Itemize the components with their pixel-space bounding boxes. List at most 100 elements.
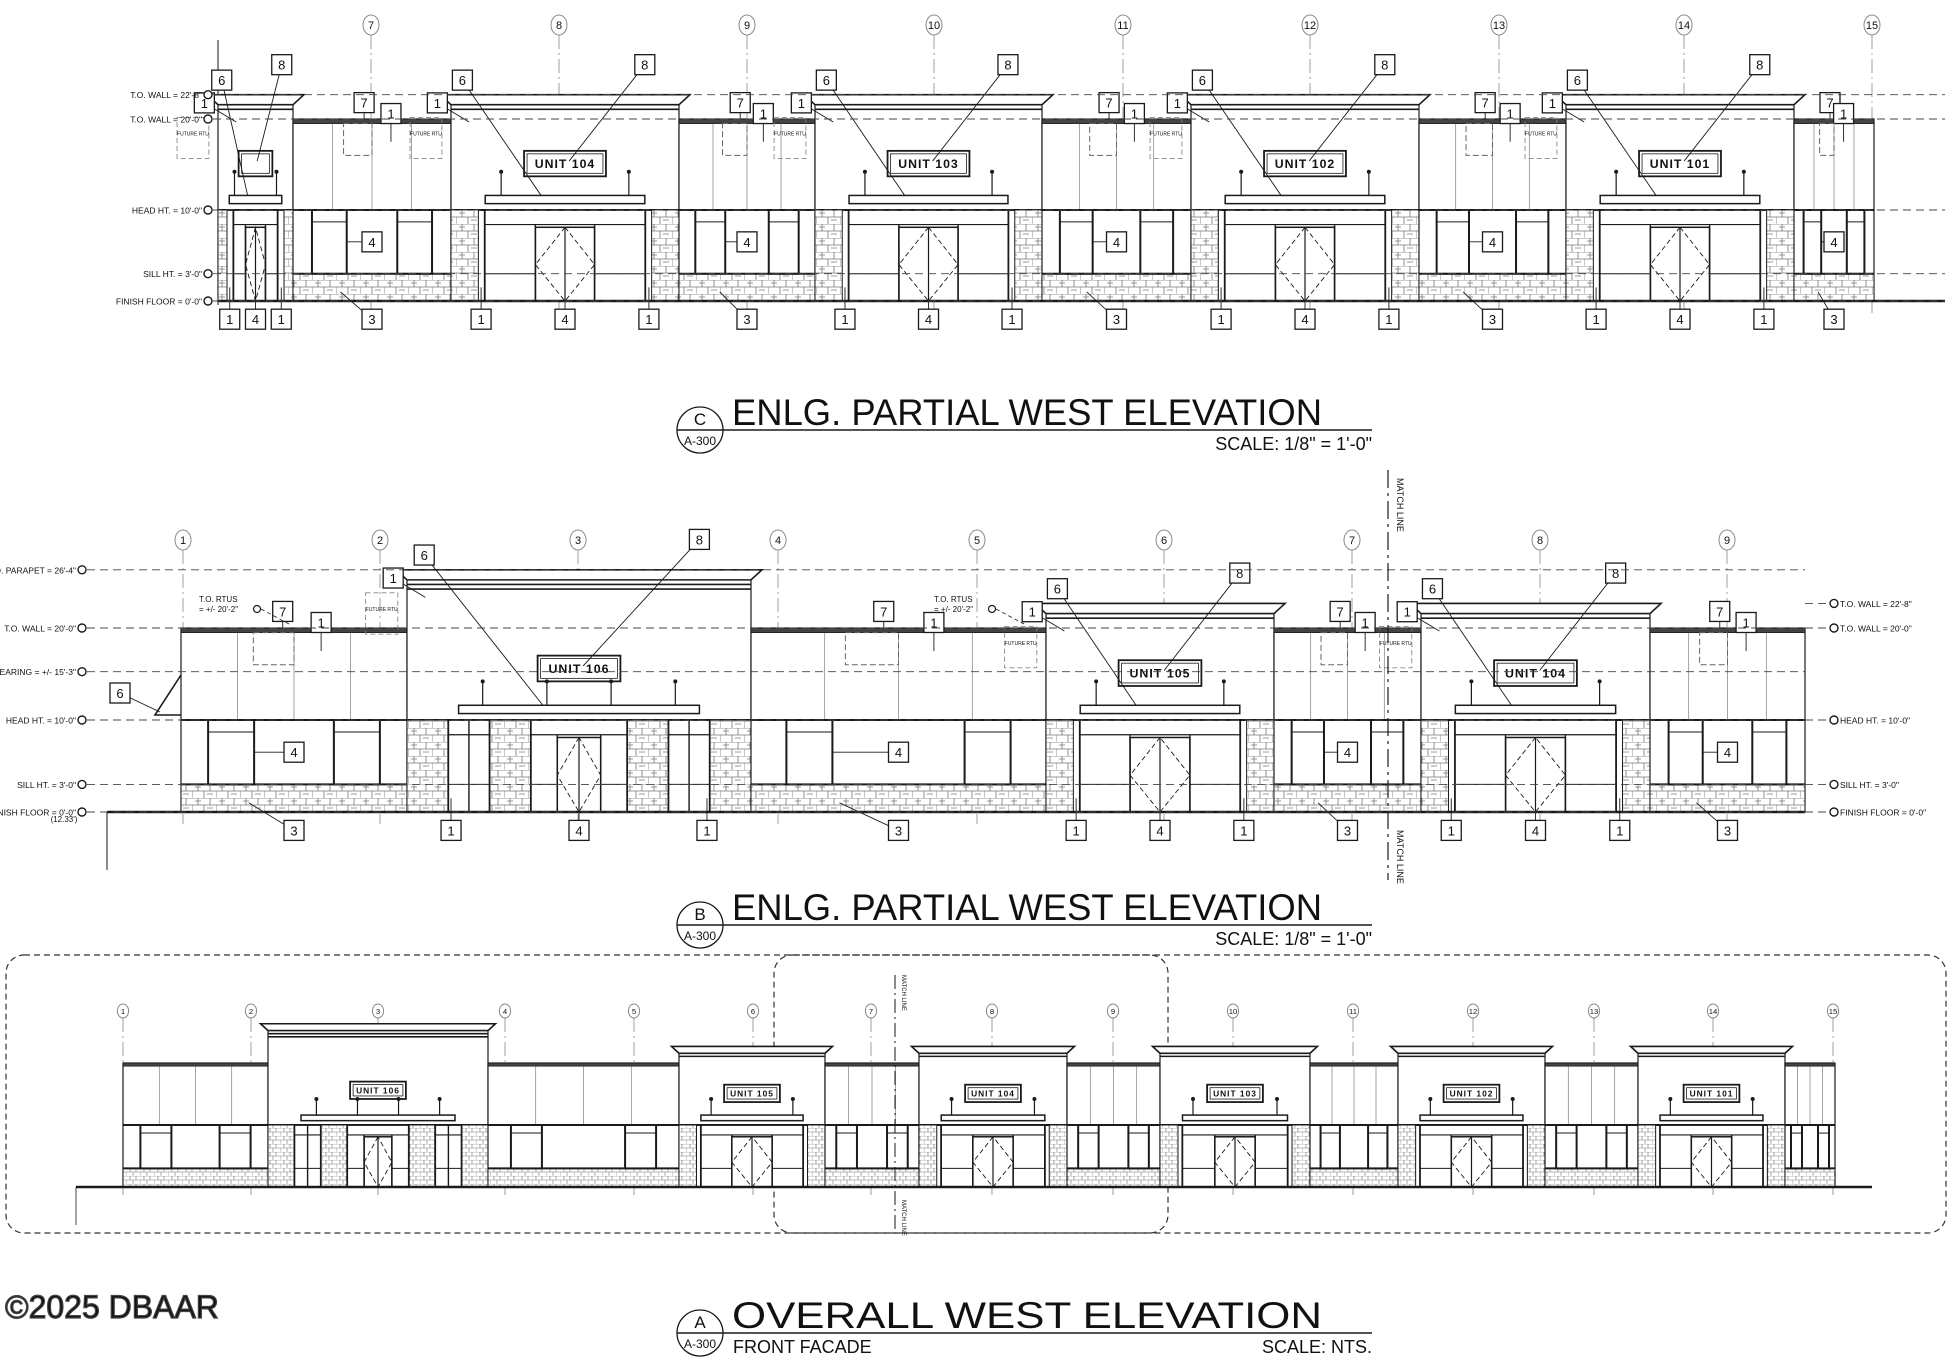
keynote-number: 4 [1344,745,1351,760]
keynote-box [1605,562,1627,584]
cornice [1628,1045,1795,1055]
keynote-tag: 1 [219,287,241,330]
stone-pilaster [450,209,479,302]
canopy [457,704,701,715]
rod-anchor [673,679,678,684]
grid-bubble [550,14,568,36]
keynote-number: 8 [1236,566,1243,581]
keynote-tag: 1 [790,92,834,123]
keynote-box [1374,54,1396,76]
grid-bubble [738,14,756,36]
window [835,1124,858,1170]
rod-anchor [1094,679,1099,684]
keynote-box [382,567,404,589]
grid-label: 1 [180,535,186,547]
keynote-number: 6 [459,73,466,88]
sign-panel [1686,1087,1737,1100]
canopy [1224,194,1386,205]
keynote-box [1191,69,1214,91]
stone-pilaster [1246,719,1275,813]
level-datum-icon [77,807,87,817]
rod-anchor [274,169,279,174]
stone-pilaster [814,209,843,302]
keynote-tag: 1 [1499,102,1521,142]
keynote-tag: 1 [1354,611,1376,651]
grid-label: 6 [1161,535,1167,547]
tenant-storefront-bay: UNIT 105 [669,1045,835,1188]
grid-bubble [769,529,787,551]
keynote-box [887,819,910,842]
level-marker: T.O. WALL = 22'-8" [1805,598,1912,609]
keynote-tag: 1 [1585,287,1607,330]
keynote-tag: 6 [109,682,161,713]
grid-bubble [1346,1003,1360,1019]
grid-label: 15 [1829,1007,1838,1016]
wall-bay [824,1062,920,1188]
rtu-callout-line2: = +/- 20'-2" [934,605,973,614]
stone-base [824,1167,920,1188]
side-awning [153,674,182,716]
keynote-number: 1 [1174,96,1181,111]
sign-panel [890,153,967,174]
stone-base [1041,273,1192,302]
keynote-box [1735,611,1757,634]
keynote-tag: 3 [340,291,383,330]
keynote-number: 1 [1840,107,1847,122]
level-marker: SILL HT. = 3'-0" [1805,779,1899,790]
keynote-box [413,544,435,566]
unit-sign-label: UNIT 101 [1650,157,1711,171]
keynote-tag: 8 [568,54,656,162]
keynote-number: 3 [895,823,902,838]
cornice [1553,93,1807,106]
rtu-callout-line1: T.O. RTUS [199,595,238,604]
level-label: T.O. WALL = 20'-0" [4,624,76,634]
level-marker: T BEARING = +/- 15'-3" [0,667,1805,677]
keynote-box [1378,308,1400,330]
window [1790,1124,1803,1170]
grid-label: 7 [869,1007,873,1016]
grid-bubble [1718,529,1736,551]
grid-label: 11 [1349,1007,1357,1016]
tenant-storefront-bay: UNIT 101 [1628,1045,1795,1188]
grid-label: 4 [503,1007,508,1016]
keynote-number: 1 [1240,823,1247,838]
rtu-leader [260,608,290,625]
rod-anchor [1741,169,1746,174]
canopy [1079,704,1241,715]
stone-pilaster [283,209,294,302]
door-swing-indicator [1505,736,1566,813]
future-rtu-outline [1699,632,1728,666]
keynote-number: 6 [1054,582,1061,597]
keynote-number: 1 [278,312,285,327]
keynote-box [887,741,910,763]
grid-label: 13 [1493,20,1505,32]
keynote-box [1294,308,1316,330]
keynote-tag: 3 [248,802,305,842]
keynote-tag: 3 [1462,291,1504,330]
future-rtu-outline [773,117,807,159]
window [332,719,381,786]
window [1127,1124,1150,1170]
keynote-number: 1 [1131,107,1138,122]
keynote-number: 3 [368,312,375,327]
drawing-title: OVERALL WEST ELEVATION [732,1295,1322,1336]
level-marker: HEAD HT. = 10'-0" [132,205,1945,216]
stone-base [750,783,1047,813]
window [1515,209,1550,275]
grid-bubble [968,529,986,551]
keynote-number: 1 [1008,312,1015,327]
level-marker: SILL HT. = 3'-0" [17,779,1805,790]
window [1605,1124,1628,1170]
unit-sign: UNIT 105 [723,1083,781,1103]
keynote-number: 1 [1549,96,1556,111]
keynote-box [361,308,383,330]
keynote-leader [256,64,283,162]
grid-label: 10 [1229,1007,1238,1016]
rod-anchor [1191,1096,1195,1101]
window [886,1124,909,1170]
wall-bay [1309,1062,1399,1188]
storefront-system [1659,1124,1764,1188]
stone-pilaster [217,209,228,302]
keynote-box [1709,600,1731,623]
